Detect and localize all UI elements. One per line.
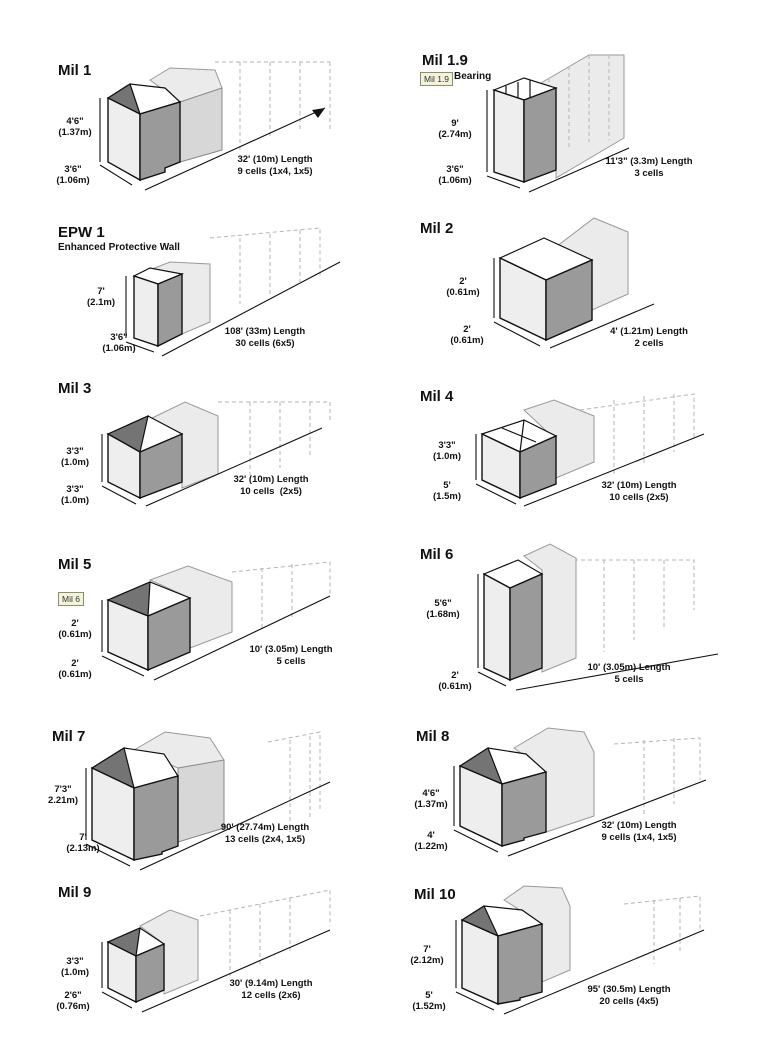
length-spec: 95' (30.5m) Length 20 cells (4x5) — [587, 984, 671, 1007]
width-dimension: 2' (0.61m) — [58, 658, 92, 680]
width-dimension: 3'6" (1.06m) — [102, 332, 136, 354]
panel-mil19: Mil 1.9 Mil 1.9 Bearing 9' (2.74m) 3'6" … — [384, 50, 768, 216]
height-dimension: 4'6" (1.37m) — [58, 116, 92, 138]
height-dimension: 7' (2.1m) — [87, 286, 115, 308]
panel-mil5: Mil 5 Mil 6 2' (0.61m) 2' (0.61m) 10' (3… — [0, 552, 384, 718]
mil9-diagram — [101, 889, 331, 1013]
length-spec: 32' (10m) Length 9 cells (1x4, 1x5) — [237, 154, 313, 177]
panel-title: Mil 10 — [414, 886, 456, 903]
mil6-diagram — [477, 543, 719, 691]
length-spec: 32' (10m) Length 10 cells (2x5) — [601, 480, 677, 503]
mil4-diagram — [475, 393, 705, 507]
panel-subtitle: Bearing — [454, 71, 492, 82]
length-spec: 10' (3.05m) Length 5 cells — [249, 644, 333, 667]
length-spec: 4' (1.21m) Length 2 cells — [610, 326, 688, 349]
width-dimension: 2' (0.61m) — [438, 670, 472, 692]
width-dimension: 3'3" (1.0m) — [61, 484, 89, 506]
panel-title: Mil 4 — [420, 388, 454, 405]
panel-mil2: Mil 2 2' (0.61m) 2' (0.61m) 4' (1.21m) L… — [384, 217, 768, 384]
width-dimension: 3'6" (1.06m) — [438, 164, 472, 186]
height-dimension: 2' (0.61m) — [446, 276, 480, 298]
height-dimension: 9' (2.74m) — [438, 118, 472, 140]
panel-title: EPW 1 — [58, 224, 105, 241]
length-spec: 11'3" (3.3m) Length 3 cells — [605, 156, 693, 179]
length-spec: 30' (9.14m) Length 12 cells (2x6) — [229, 978, 313, 1001]
mil7-diagram — [85, 731, 331, 871]
panel-title: Mil 1.9 — [422, 52, 468, 69]
height-dimension: 2' (0.61m) — [58, 618, 92, 640]
panel-mil7: Mil 7 7'3" 2.21m) 7' (2.13m) 90' (27.74m… — [0, 720, 384, 886]
panel-mil10: Mil 10 7' (2.12m) 5' (1.52m) 95' (30.5m)… — [384, 876, 768, 1042]
panel-title: Mil 8 — [416, 728, 450, 745]
length-spec: 10' (3.05m) Length 5 cells — [587, 662, 671, 685]
height-dimension: 3'3" (1.0m) — [61, 956, 89, 978]
tooltip-badge: Mil 1.9 — [420, 72, 454, 86]
panel-title: Mil 9 — [58, 884, 92, 901]
panel-mil4: Mil 4 3'3" (1.0m) 5' (1.5m) 32' (10m) Le… — [384, 380, 768, 546]
width-dimension: 7' (2.13m) — [66, 832, 100, 854]
mil5-diagram — [101, 561, 331, 681]
epw1-diagram — [125, 227, 341, 357]
width-dimension: 5' (1.52m) — [412, 990, 446, 1012]
mil2-diagram — [493, 217, 655, 349]
panel-epw1: EPW 1 Enhanced Protective Wall 7' (2.1m)… — [0, 218, 384, 384]
length-spec: 90' (27.74m) Length 13 cells (2x4, 1x5) — [220, 822, 310, 845]
panel-mil8: Mil 8 4'6" (1.37m) 4' (1.22m) 32' (10m) … — [384, 720, 768, 886]
mil10-diagram — [455, 885, 705, 1015]
panel-title: Mil 7 — [52, 728, 86, 745]
length-spec: 32' (10m) Length 10 cells (2x5) — [233, 474, 309, 497]
height-dimension: 5'6" (1.68m) — [426, 598, 460, 620]
length-spec: 32' (10m) Length 9 cells (1x4, 1x5) — [601, 820, 677, 843]
mil19-diagram — [486, 54, 630, 193]
panel-title: Mil 2 — [420, 220, 454, 237]
mil8-diagram — [453, 727, 707, 857]
panel-subtitle: Enhanced Protective Wall — [58, 242, 180, 253]
panel-mil6: Mil 6 5'6" (1.68m) 2' (0.61m) 10' (3.05m… — [384, 540, 768, 706]
tooltip-badge: Mil 6 — [58, 592, 84, 606]
width-dimension: 2'6" (0.76m) — [56, 990, 90, 1012]
panel-mil9: Mil 9 3'3" (1.0m) 2'6" (0.76m) 30' (9.14… — [0, 876, 384, 1042]
panel-title: Mil 6 — [420, 546, 454, 563]
mil3-diagram — [101, 401, 331, 507]
height-dimension: 7' (2.12m) — [410, 944, 444, 966]
width-dimension: 3'6" (1.06m) — [56, 164, 90, 186]
length-spec: 108' (33m) Length 30 cells (6x5) — [224, 326, 306, 349]
panel-title: Mil 1 — [58, 62, 92, 79]
panel-title: Mil 5 — [58, 556, 92, 573]
height-dimension: 7'3" 2.21m) — [47, 784, 79, 806]
height-dimension: 4'6" (1.37m) — [414, 788, 448, 810]
panel-mil1: Mil 1 4'6" (1.37m) 3'6" (1.06m) 32' (10m… — [0, 50, 384, 216]
panel-mil3: Mil 3 3'3" (1.0m) 3'3" (1.0m) 32' (10m) … — [0, 380, 384, 546]
height-dimension: 3'3" (1.0m) — [433, 440, 461, 462]
width-dimension: 2' (0.61m) — [450, 324, 484, 346]
width-dimension: 4' (1.22m) — [414, 830, 448, 852]
height-dimension: 3'3" (1.0m) — [61, 446, 89, 468]
mil1-diagram — [99, 61, 331, 191]
width-dimension: 5' (1.5m) — [433, 480, 461, 502]
panel-title: Mil 3 — [58, 380, 92, 397]
